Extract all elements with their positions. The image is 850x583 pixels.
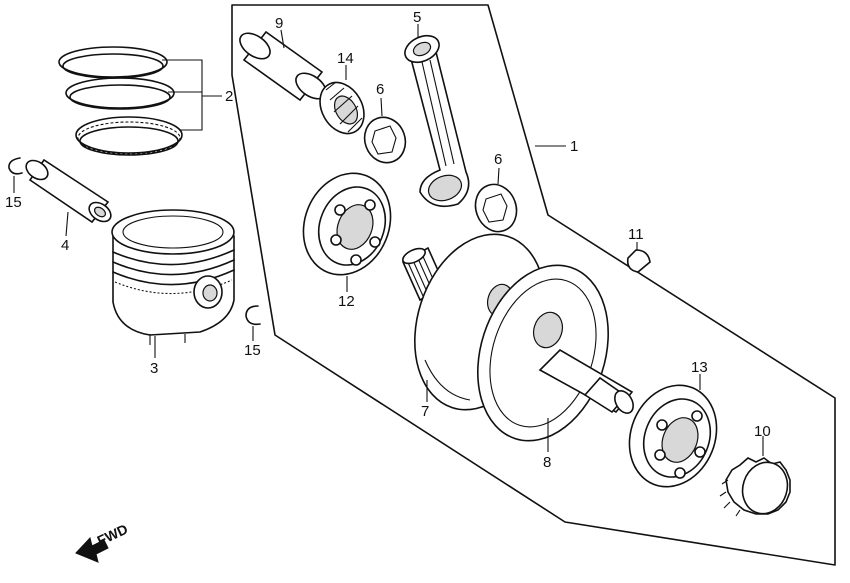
- thrust-washer-upper: [363, 116, 407, 164]
- callout-15a: 15: [5, 194, 22, 211]
- callout-12: 12: [338, 293, 355, 310]
- piston: [111, 209, 235, 345]
- callout-11: 11: [628, 226, 644, 243]
- timing-sprocket: [719, 457, 791, 517]
- callout-7: 7: [421, 403, 429, 420]
- leader-4: [65, 211, 69, 237]
- main-bearing-right: [628, 384, 718, 488]
- callout-8: 8: [543, 454, 551, 471]
- callout-13: 13: [691, 359, 708, 376]
- assembly-outline: [231, 4, 836, 566]
- callout-5: 5: [413, 9, 421, 26]
- needle-bearing: [319, 81, 365, 135]
- callout-3: 3: [150, 360, 158, 377]
- woodruff-key: [626, 249, 651, 273]
- callout-6b: 6: [494, 151, 502, 168]
- callout-6a: 6: [376, 81, 384, 98]
- piston-pin: [25, 158, 112, 224]
- piston-pin-clip-left: [8, 157, 23, 175]
- main-bearing-left: [302, 172, 392, 276]
- piston-ring-set: [58, 46, 183, 156]
- callout-4: 4: [61, 237, 69, 254]
- piston-pin-clip-right: [245, 305, 261, 326]
- leader-6b: [497, 167, 500, 185]
- fwd-direction-indicator: FWD: [75, 521, 131, 563]
- callout-9: 9: [275, 15, 283, 32]
- leader-6a: [380, 97, 383, 117]
- leader-2: [162, 59, 222, 131]
- connecting-rod: [404, 34, 470, 208]
- forward-arrow-icon: [75, 536, 109, 563]
- crank-pin: [239, 30, 327, 102]
- callout-10: 10: [754, 423, 771, 440]
- callout-1: 1: [570, 138, 578, 155]
- callout-14: 14: [337, 50, 354, 67]
- callout-2: 2: [225, 88, 233, 105]
- fwd-label: FWD: [95, 521, 131, 549]
- callout-15b: 15: [244, 342, 261, 359]
- crankshaft-assembly: [401, 233, 634, 442]
- leader-9: [280, 29, 285, 49]
- thrust-washer-lower: [474, 183, 518, 233]
